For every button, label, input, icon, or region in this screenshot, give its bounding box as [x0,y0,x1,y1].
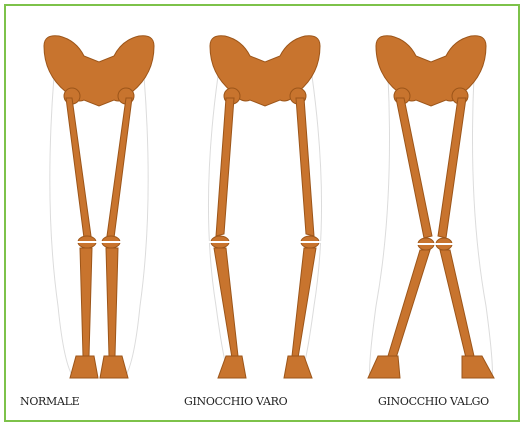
skeleton-ginocchio-valgo [346,6,516,386]
figure-frame: NORMALE GINOCCHIO VARO [4,4,520,422]
caption-ginocchio-valgo: GINOCCHIO VALGO [378,392,489,412]
caption-normale: NORMALE [20,392,79,412]
skeleton-ginocchio-varo [180,6,350,386]
caption-ginocchio-varo: GINOCCHIO VARO [184,392,287,412]
skeleton-normale [14,6,184,386]
